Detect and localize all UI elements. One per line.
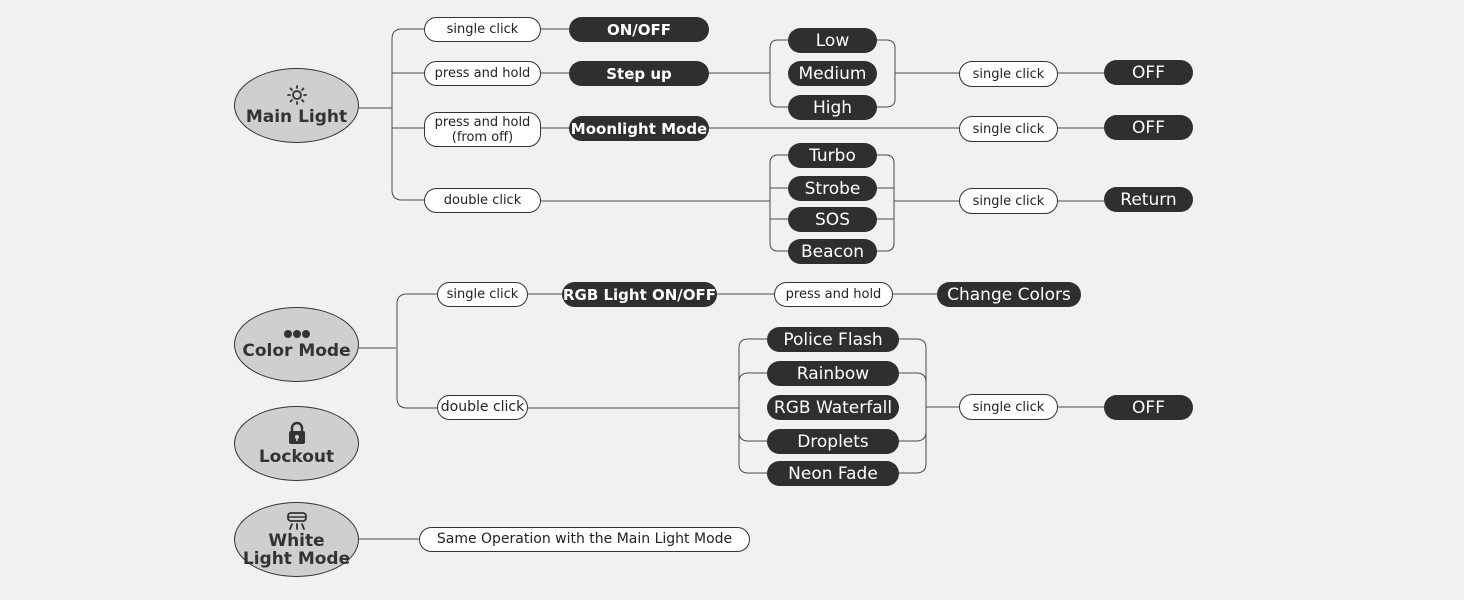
effect-police-flash: Police Flash — [767, 327, 899, 352]
main-double-click: double click — [424, 188, 541, 213]
color-single-click: single click — [437, 282, 528, 307]
color-mode-title: Color Mode — [242, 341, 351, 361]
change-colors: Change Colors — [937, 282, 1081, 307]
level-medium: Medium — [788, 61, 877, 86]
step-off: OFF — [1104, 60, 1193, 85]
lock-icon — [287, 421, 307, 445]
color-double-click: double click — [437, 395, 528, 420]
special-single-click: single click — [959, 188, 1058, 214]
mode-turbo: Turbo — [788, 143, 877, 168]
moonlight-mode: Moonlight Mode — [569, 116, 709, 141]
mode-sos: SOS — [788, 207, 877, 232]
mode-strobe: Strobe — [788, 176, 877, 201]
effect-droplets: Droplets — [767, 429, 899, 454]
mode-beacon: Beacon — [788, 239, 877, 264]
sun-icon — [286, 85, 308, 105]
main-single-click: single click — [424, 17, 541, 42]
rgb-light-on-off: RGB Light ON/OFF — [562, 282, 717, 307]
moon-single-click: single click — [959, 116, 1058, 142]
main-light-title: Main Light — [245, 107, 348, 127]
three-dots-icon — [283, 329, 311, 339]
level-low: Low — [788, 28, 877, 53]
white-light-note: Same Operation with the Main Light Mode — [419, 527, 750, 552]
ceiling-lamp-icon — [285, 511, 309, 531]
step-single-click: single click — [959, 61, 1058, 87]
white-light-title: White Light Mode — [242, 531, 351, 569]
effect-neon-fade: Neon Fade — [767, 461, 899, 486]
step-up-mode: Step up — [569, 61, 709, 86]
white-light-node: White Light Mode — [234, 502, 359, 577]
lockout-title: Lockout — [258, 447, 335, 467]
press-hold-from-off: press and hold (from off) — [424, 112, 541, 147]
lockout-node: Lockout — [234, 406, 359, 481]
effect-rgb-waterfall: RGB Waterfall — [767, 395, 899, 420]
color-press-hold: press and hold — [774, 282, 893, 307]
main-light-node: Main Light — [234, 68, 359, 143]
return-mode: Return — [1104, 187, 1193, 212]
effect-rainbow: Rainbow — [767, 361, 899, 386]
color-mode-node: Color Mode — [234, 307, 359, 382]
effects-off: OFF — [1104, 395, 1193, 420]
moon-off: OFF — [1104, 115, 1193, 140]
on-off-mode: ON/OFF — [569, 17, 709, 42]
level-high: High — [788, 95, 877, 120]
effects-single-click: single click — [959, 394, 1058, 420]
main-press-hold: press and hold — [424, 61, 541, 86]
